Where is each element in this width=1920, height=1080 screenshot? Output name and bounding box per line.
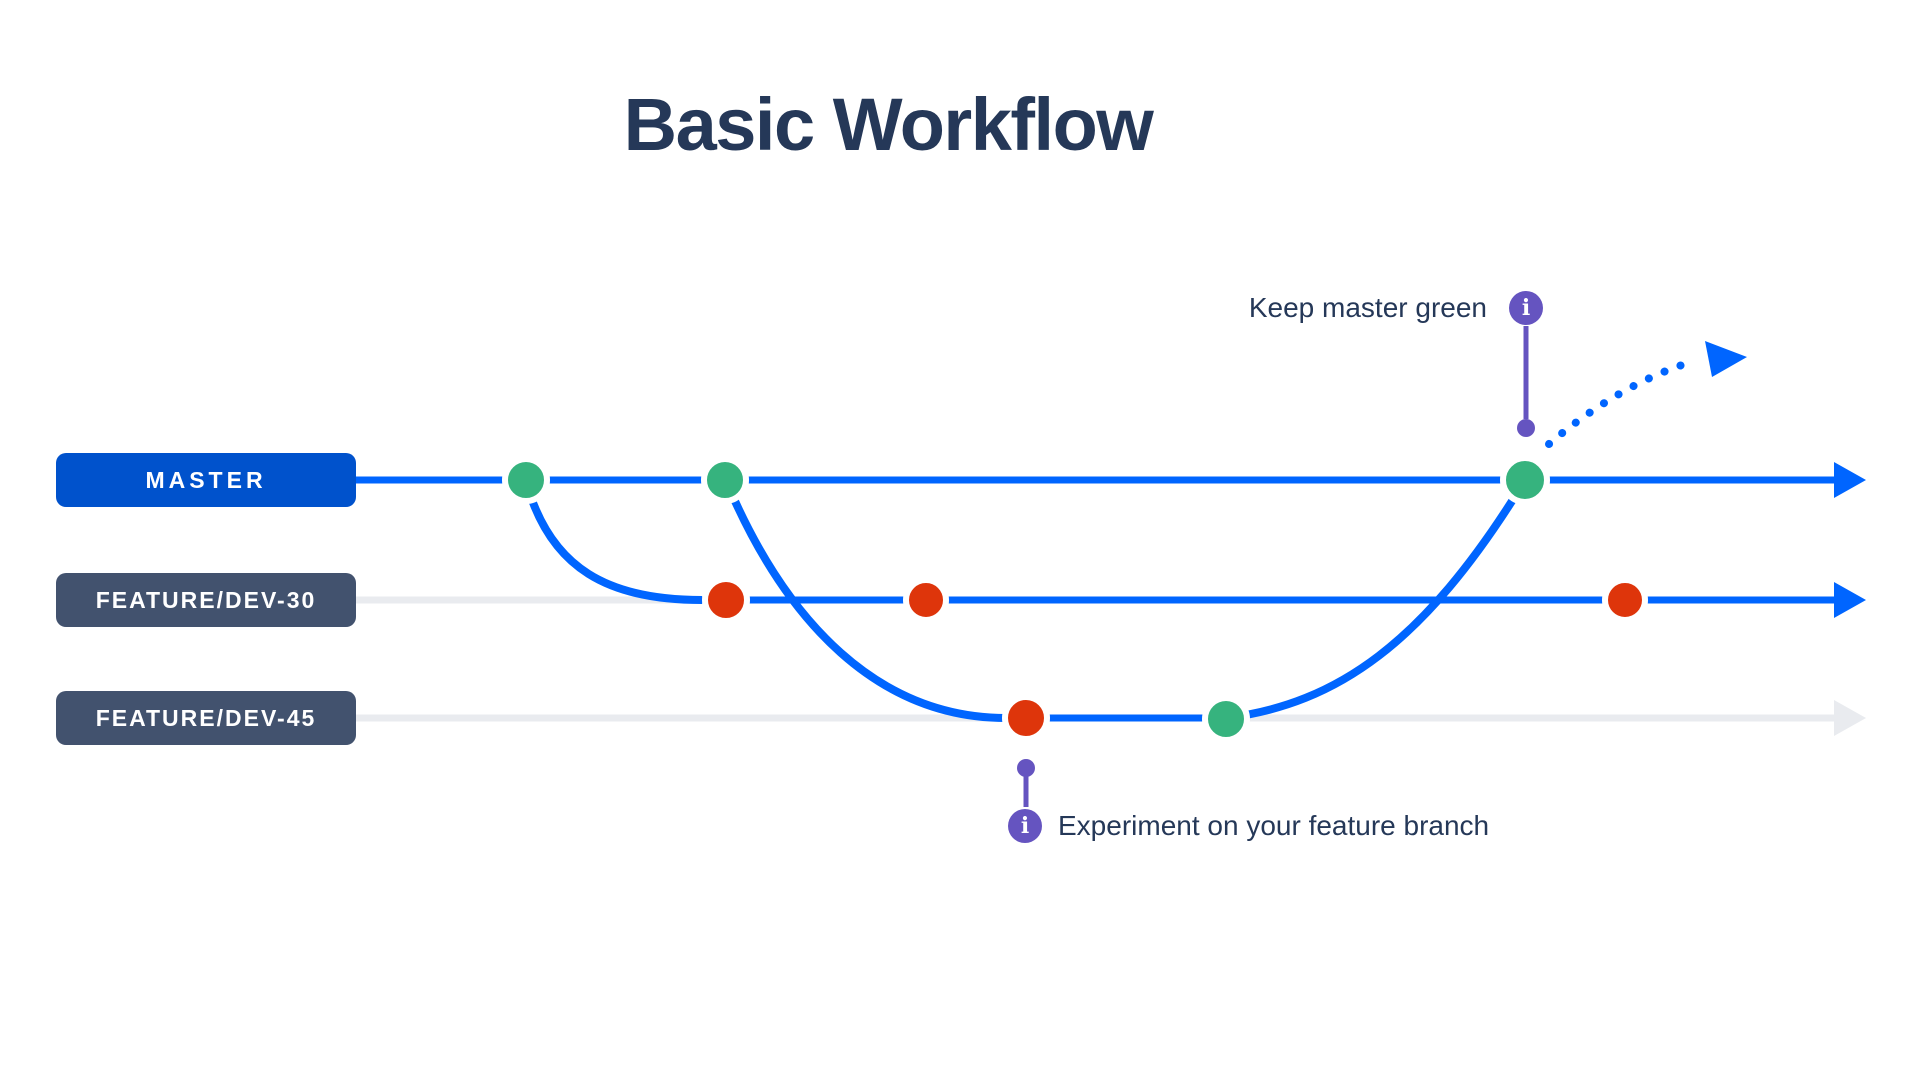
info-icon[interactable]: i — [1509, 291, 1543, 325]
branch-badge-master: MASTER — [56, 453, 356, 507]
lane-dev45-arrowhead-icon — [1834, 700, 1866, 736]
commit-dot-green-master — [701, 456, 749, 504]
annotation-keep-master-green: Keep master green i — [1249, 291, 1543, 325]
annotation-ball-feature — [1017, 759, 1035, 777]
commit-dot-green-master — [502, 456, 550, 504]
dotted-future-arc — [1545, 357, 1699, 448]
commit-dot-red-feature-dev-45 — [1002, 694, 1050, 742]
info-icon[interactable]: i — [1008, 809, 1042, 843]
commit-dot-red-feature-dev-30 — [702, 576, 750, 624]
dotted-future-arrowhead-icon — [1705, 341, 1747, 377]
commit-dots — [502, 455, 1648, 743]
lane-master-arrowhead-icon — [1834, 462, 1866, 498]
annotation-ball-master — [1517, 419, 1535, 437]
annotation-experiment-feature-branch: i Experiment on your feature branch — [1008, 809, 1489, 843]
annotation-master-text: Keep master green — [1248, 292, 1487, 323]
branch-curve-master-to-dev30 — [522, 479, 703, 604]
branch-badge-feature-dev-30: FEATURE/DEV-30 — [56, 573, 356, 627]
merge-curve-dev45-to-master — [1225, 487, 1523, 722]
annotation-feature-text: Experiment on your feature branch — [1058, 810, 1490, 841]
page-title: Basic Workflow — [623, 83, 1154, 166]
commit-dot-green-feature-dev-45 — [1202, 695, 1250, 743]
branch-badge-feature-dev-45: FEATURE/DEV-45 — [56, 691, 356, 745]
commit-dot-red-feature-dev-30 — [903, 577, 949, 623]
commit-dot-red-feature-dev-30 — [1602, 577, 1648, 623]
lane-dev30-arrowhead-icon — [1834, 582, 1866, 618]
commit-dot-green-master — [1500, 455, 1550, 505]
branch-curve-master-to-dev45 — [723, 481, 1007, 722]
